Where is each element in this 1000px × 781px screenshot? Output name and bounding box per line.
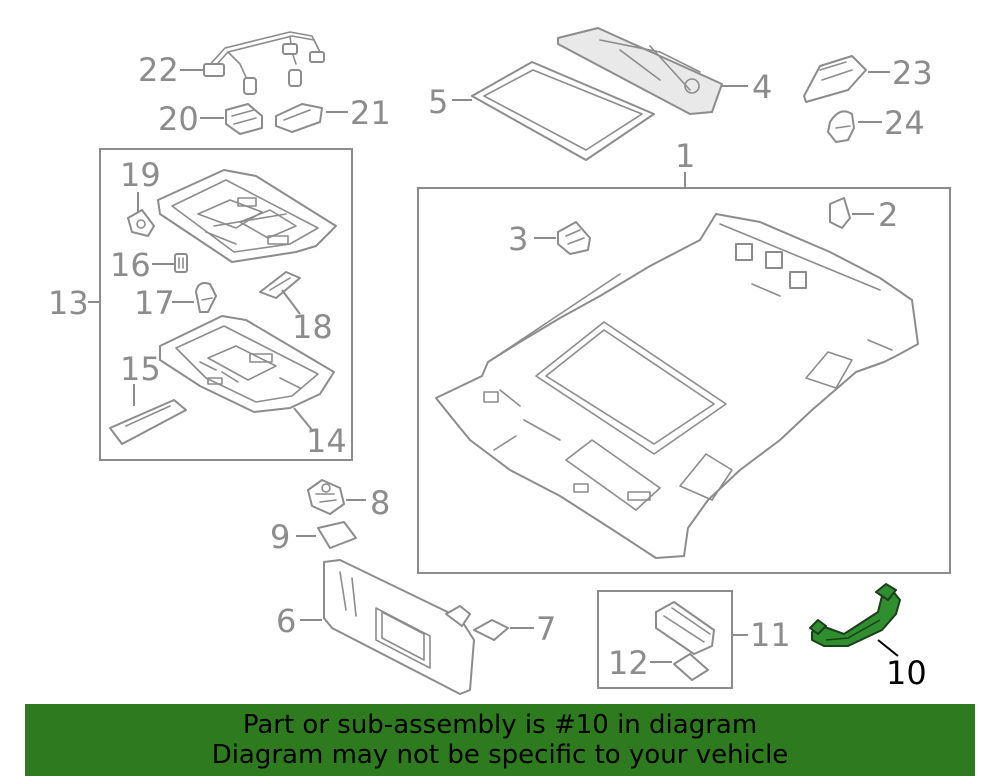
info-banner: Part or sub-assembly is #10 in diagram D… xyxy=(25,704,975,776)
callout-19: 19 xyxy=(120,156,161,194)
callout-1: 1 xyxy=(675,137,695,175)
part-2-clip xyxy=(829,197,851,229)
leader-10 xyxy=(877,639,899,657)
callout-12: 12 xyxy=(608,644,649,682)
part-6-sun-visor xyxy=(323,559,475,695)
callout-15: 15 xyxy=(120,350,161,388)
callout-21: 21 xyxy=(350,94,391,132)
part-18-lens xyxy=(259,271,301,299)
part-9-visor-clip xyxy=(317,521,357,549)
part-24-clip xyxy=(827,110,855,143)
part-20-bracket xyxy=(225,103,263,135)
callout-7: 7 xyxy=(536,610,556,648)
part-3-clip xyxy=(557,221,591,255)
callout-24: 24 xyxy=(884,104,925,142)
part-19-bracket xyxy=(127,209,155,237)
part-14-console-housing xyxy=(159,315,335,413)
callout-16: 16 xyxy=(110,246,151,284)
callout-10: 10 xyxy=(886,654,927,692)
part-1-headliner xyxy=(435,213,919,559)
callout-9: 9 xyxy=(270,518,290,556)
part-12-cover xyxy=(673,653,709,681)
callout-22: 22 xyxy=(138,51,179,89)
callout-13: 13 xyxy=(48,284,89,322)
callout-5: 5 xyxy=(428,83,448,121)
callout-14: 14 xyxy=(306,422,347,460)
leader-18 xyxy=(281,289,301,315)
part-5-sunroof-seal xyxy=(471,61,655,161)
part-10-grab-handle[interactable] xyxy=(809,583,901,647)
callout-2: 2 xyxy=(878,196,898,234)
part-16-connector xyxy=(174,253,188,273)
exploded-parts-diagram: 13 1 11 22 20 21 5 xyxy=(48,27,951,695)
banner-line-1: Part or sub-assembly is #10 in diagram xyxy=(242,710,758,740)
part-4-roof-insulator xyxy=(557,27,723,115)
part-11-grab-handle-cap xyxy=(655,601,715,655)
callout-11: 11 xyxy=(750,616,791,654)
callout-8: 8 xyxy=(370,484,390,522)
callout-23: 23 xyxy=(892,54,933,92)
callout-3: 3 xyxy=(508,220,528,258)
part-17-bulb xyxy=(195,282,217,313)
part-8-visor-bracket xyxy=(307,479,345,515)
part-7-visor-holder xyxy=(473,619,509,641)
callout-6: 6 xyxy=(276,602,296,640)
part-upper-console-housing xyxy=(157,169,337,263)
banner-line-2: Diagram may not be specific to your vehi… xyxy=(211,740,789,770)
part-15-lens-cover xyxy=(109,399,187,445)
group-box-13 xyxy=(99,148,353,461)
callout-4: 4 xyxy=(752,68,772,106)
group-box-11 xyxy=(597,590,733,689)
callout-20: 20 xyxy=(158,100,199,138)
leader-14 xyxy=(293,407,313,431)
part-23-clip-cover xyxy=(803,55,867,103)
callout-17: 17 xyxy=(134,284,175,322)
part-22-wiring-harness xyxy=(203,31,325,95)
callout-18: 18 xyxy=(292,308,333,346)
part-21-bracket xyxy=(275,103,323,133)
